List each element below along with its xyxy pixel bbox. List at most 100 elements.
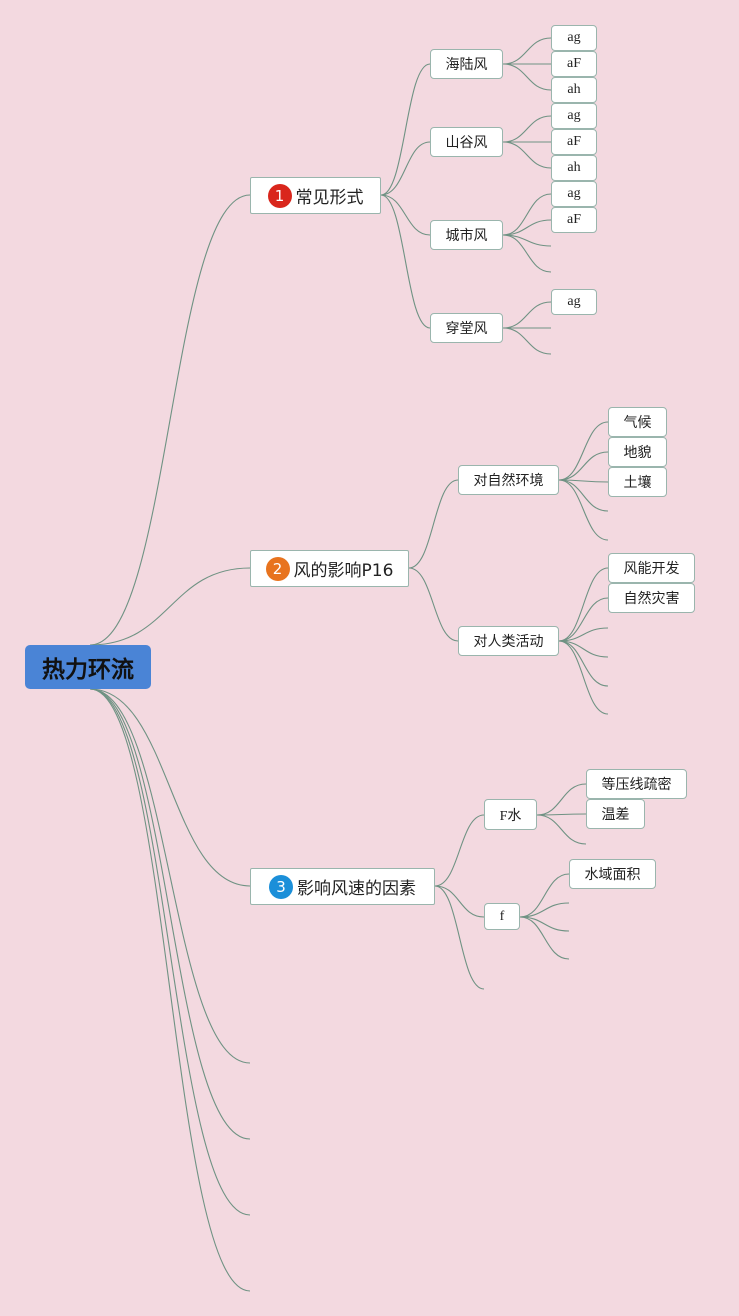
- leaf-topic[interactable]: ag: [551, 25, 597, 51]
- branch-1-sub-4[interactable]: 穿堂风: [430, 313, 503, 343]
- connector-line: [434, 885, 485, 990]
- leaf-topic[interactable]: aF: [551, 207, 597, 233]
- number-2-badge-icon: 2: [265, 556, 290, 581]
- leaf-topic[interactable]: aF: [551, 129, 597, 155]
- connector-line: [558, 479, 609, 541]
- leaf-label: ag: [567, 294, 581, 309]
- leaf-topic[interactable]: ag: [551, 181, 597, 207]
- leaf-topic[interactable]: ag: [551, 103, 597, 129]
- connector-line: [519, 916, 570, 960]
- connector-line: [502, 301, 552, 329]
- connector-line: [502, 63, 552, 91]
- connector-line: [558, 567, 609, 642]
- connector-line: [434, 814, 485, 887]
- connector-line: [380, 194, 431, 329]
- leaf-label: 风能开发: [623, 561, 680, 577]
- connector-line: [89, 688, 251, 1216]
- leaf-topic[interactable]: 温差: [586, 799, 645, 829]
- leaf-topic[interactable]: aF: [551, 51, 597, 77]
- leaf-topic[interactable]: 自然灾害: [608, 583, 695, 613]
- connector-line: [558, 479, 609, 512]
- leaf-label: ag: [567, 108, 581, 123]
- root-topic-label: 热力环流: [42, 657, 134, 683]
- leaf-label: 地貌: [623, 445, 652, 461]
- leaf-topic[interactable]: 地貌: [608, 437, 667, 467]
- branch-3-label: 影响风速的因素: [297, 879, 416, 899]
- connector-line: [536, 783, 587, 816]
- leaf-label: ag: [567, 30, 581, 45]
- connector-line: [519, 916, 570, 932]
- connector-line: [89, 194, 251, 646]
- branch-2-label: 风的影响P16: [293, 561, 394, 581]
- connector-line: [380, 141, 431, 196]
- connector-line: [502, 193, 552, 236]
- leaf-label: ag: [567, 186, 581, 201]
- connector-line: [502, 141, 552, 169]
- leaf-label: aF: [567, 56, 581, 71]
- connector-line: [89, 688, 251, 1064]
- connector-line: [536, 813, 587, 816]
- connector-line: [408, 479, 459, 569]
- leaf-topic[interactable]: 气候: [608, 407, 667, 437]
- branch-3-sub-1[interactable]: F水: [484, 799, 537, 830]
- leaf-topic[interactable]: ag: [551, 289, 597, 315]
- leaf-label: 土壤: [623, 475, 652, 491]
- connector-line: [558, 597, 609, 642]
- leaf-label: 水域面积: [584, 867, 641, 883]
- number-3-badge-icon: 3: [269, 874, 293, 899]
- leaf-label: aF: [567, 134, 581, 149]
- branch-2-sub-2[interactable]: 对人类活动: [458, 626, 559, 656]
- leaf-topic[interactable]: 风能开发: [608, 553, 695, 583]
- connector-line: [502, 327, 552, 355]
- branch-1-topic[interactable]: 1 常见形式: [250, 177, 381, 214]
- connector-line: [558, 627, 609, 642]
- connector-line: [380, 63, 431, 196]
- connector-line: [558, 421, 609, 481]
- connector-line: [89, 688, 251, 1140]
- branch-1-sub-2[interactable]: 山谷风: [430, 127, 503, 157]
- branch-2-sub-1[interactable]: 对自然环境: [458, 465, 559, 495]
- leaf-topic[interactable]: 等压线疏密: [586, 769, 687, 799]
- branch-3-topic[interactable]: 3 影响风速的因素: [250, 868, 435, 905]
- leaf-label: 温差: [601, 807, 630, 823]
- leaf-topic[interactable]: ah: [551, 77, 597, 103]
- connector-line: [89, 688, 251, 887]
- leaf-label: ah: [567, 160, 581, 175]
- branch-1-sub-3[interactable]: 城市风: [430, 220, 503, 250]
- subtopic-label: 对人类活动: [473, 634, 544, 650]
- connector-line: [558, 451, 609, 481]
- root-topic[interactable]: 热力环流: [25, 645, 151, 689]
- leaf-topic[interactable]: ah: [551, 155, 597, 181]
- branch-1-label: 常见形式: [295, 188, 364, 208]
- branch-1-sub-1[interactable]: 海陆风: [430, 49, 503, 79]
- number-1-badge-icon: 1: [267, 183, 292, 208]
- leaf-label: 自然灾害: [623, 591, 680, 607]
- leaf-label: aF: [567, 212, 581, 227]
- subtopic-label: 穿堂风: [445, 321, 488, 337]
- leaf-topic[interactable]: 水域面积: [569, 859, 656, 889]
- connector-line: [502, 37, 552, 65]
- subtopic-label: 山谷风: [445, 135, 488, 151]
- connector-line: [89, 688, 251, 1292]
- subtopic-label: 城市风: [445, 228, 488, 244]
- connector-line: [502, 219, 552, 236]
- branch-3-sub-2[interactable]: f: [484, 903, 520, 930]
- subtopic-label: F水: [499, 808, 522, 824]
- connector-line: [502, 234, 552, 273]
- subtopic-label: 海陆风: [445, 57, 488, 73]
- subtopic-label: 对自然环境: [473, 473, 544, 489]
- leaf-label: 等压线疏密: [601, 777, 672, 793]
- connector-line: [558, 640, 609, 687]
- connector-line: [519, 902, 570, 918]
- connector-line: [380, 194, 431, 236]
- connector-line: [536, 814, 587, 845]
- connector-line: [434, 885, 485, 918]
- branch-2-topic[interactable]: 2 风的影响P16: [250, 550, 409, 587]
- connector-line: [519, 873, 570, 918]
- leaf-label: ah: [567, 82, 581, 97]
- connector-line: [502, 115, 552, 143]
- leaf-topic[interactable]: 土壤: [608, 467, 667, 497]
- connector-line: [89, 567, 251, 646]
- connector-line: [558, 640, 609, 658]
